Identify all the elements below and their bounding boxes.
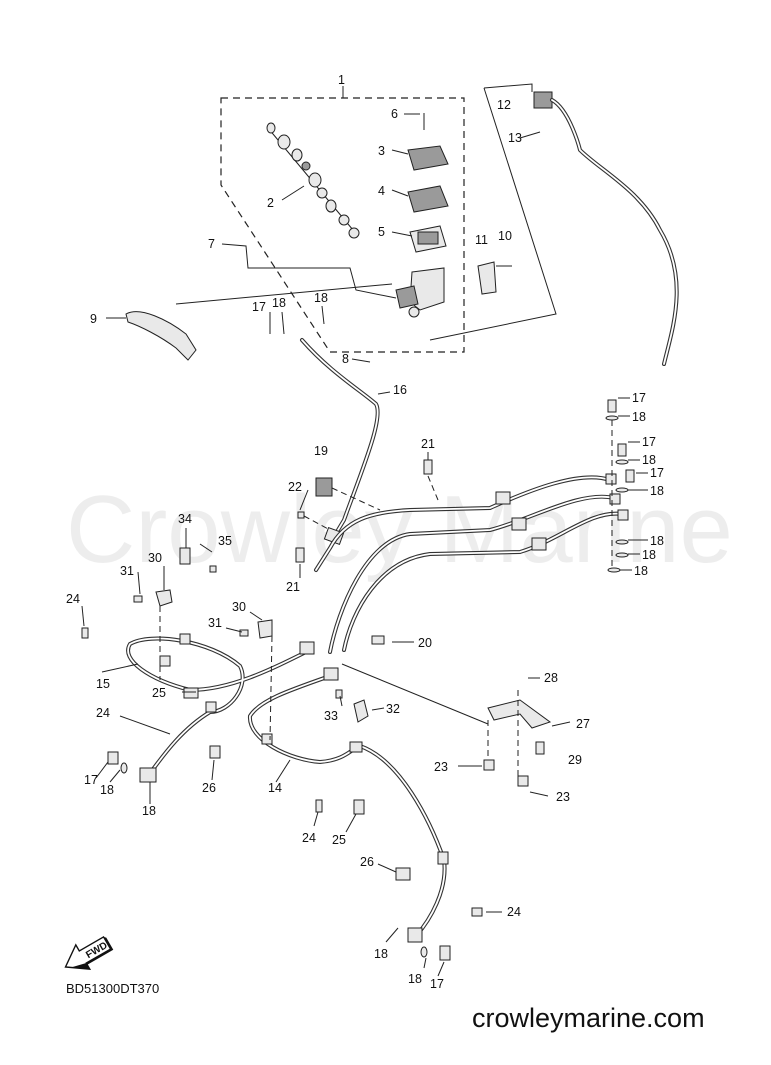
callout-18d: 18 <box>642 453 656 467</box>
union-bolts-right <box>605 397 648 573</box>
brake-switch-and-wire <box>429 83 679 366</box>
callout-24a: 24 <box>66 592 80 606</box>
callout-6: 6 <box>391 107 398 121</box>
brake-lever <box>106 311 197 361</box>
hose-bracket <box>341 663 571 787</box>
callout-25b: 25 <box>332 833 346 847</box>
callout-18a: 18 <box>272 296 286 310</box>
callout-18k: 18 <box>374 947 388 961</box>
callout-26b: 26 <box>360 855 374 869</box>
master-cylinder-body <box>395 267 445 318</box>
master-cylinder-assembly-frame <box>220 86 465 353</box>
right-lower-brake-hose <box>248 667 449 943</box>
callout-35: 35 <box>218 534 232 548</box>
clamp-parts <box>477 261 512 295</box>
callout-18c: 18 <box>632 410 646 424</box>
callout-23b: 23 <box>556 790 570 804</box>
callout-18f: 18 <box>650 534 664 548</box>
upper-brake-hose <box>300 338 391 546</box>
callout-17e: 17 <box>84 773 98 787</box>
mc-leader-lines <box>175 113 541 363</box>
small-clamps-and-clips <box>81 528 483 961</box>
callout-18e: 18 <box>650 484 664 498</box>
callout-21b: 21 <box>286 580 300 594</box>
grommets <box>295 459 439 645</box>
callout-13: 13 <box>508 131 522 145</box>
callout-24c: 24 <box>302 831 316 845</box>
callout-21a: 21 <box>421 437 435 451</box>
callout-10: 10 <box>498 229 512 243</box>
callout-15: 15 <box>96 677 110 691</box>
callout-19: 19 <box>314 444 328 458</box>
callout-29: 29 <box>568 753 582 767</box>
callout-26a: 26 <box>202 781 216 795</box>
callout-17d: 17 <box>650 466 664 480</box>
callout-18j: 18 <box>142 804 156 818</box>
callout-9: 9 <box>90 312 97 326</box>
callout-18i: 18 <box>100 783 114 797</box>
callout-31b: 31 <box>208 616 222 630</box>
callout-1: 1 <box>338 73 345 87</box>
callout-31a: 31 <box>120 564 134 578</box>
callout-27: 27 <box>576 717 590 731</box>
callout-2: 2 <box>267 196 274 210</box>
callout-32: 32 <box>386 702 400 716</box>
callout-7: 7 <box>208 237 215 251</box>
seal-kit-parts <box>266 122 360 239</box>
brake-pipes <box>314 473 629 654</box>
callout-17c: 17 <box>642 435 656 449</box>
callout-14: 14 <box>268 781 282 795</box>
callout-18h: 18 <box>634 564 648 578</box>
callout-23a: 23 <box>434 760 448 774</box>
callout-25a: 25 <box>152 686 166 700</box>
callout-8: 8 <box>342 352 349 366</box>
callout-18b: 18 <box>314 291 328 305</box>
callout-22: 22 <box>288 480 302 494</box>
callout-30b: 30 <box>232 600 246 614</box>
reservoir-cap-parts <box>407 113 449 253</box>
callout-24b: 24 <box>96 706 110 720</box>
callout-leaders <box>81 305 549 977</box>
callout-11: 11 <box>475 233 488 247</box>
callout-3: 3 <box>378 144 385 158</box>
callout-18l: 18 <box>408 972 422 986</box>
callout-17b: 17 <box>632 391 646 405</box>
callout-28: 28 <box>544 671 558 685</box>
diagram-code: BD51300DT370 <box>66 981 159 996</box>
callout-labels: 1 2 3 4 5 6 7 8 9 10 11 12 13 14 15 16 1… <box>66 73 664 991</box>
callout-24d: 24 <box>507 905 521 919</box>
callout-33: 33 <box>324 709 338 723</box>
left-lower-brake-hose <box>126 633 315 783</box>
callout-5: 5 <box>378 225 385 239</box>
callout-16: 16 <box>393 383 407 397</box>
callout-34: 34 <box>178 512 192 526</box>
watermark: Crowley Marine <box>66 476 733 583</box>
fwd-direction-arrow: FWD <box>64 935 114 970</box>
callout-30a: 30 <box>148 551 162 565</box>
callout-12: 12 <box>497 98 511 112</box>
footer-url[interactable]: crowleymarine.com <box>472 1003 705 1033</box>
callout-4: 4 <box>378 184 385 198</box>
callout-17a: 17 <box>252 300 266 314</box>
callout-17f: 17 <box>430 977 444 991</box>
callout-18g: 18 <box>642 548 656 562</box>
callout-20: 20 <box>418 636 432 650</box>
